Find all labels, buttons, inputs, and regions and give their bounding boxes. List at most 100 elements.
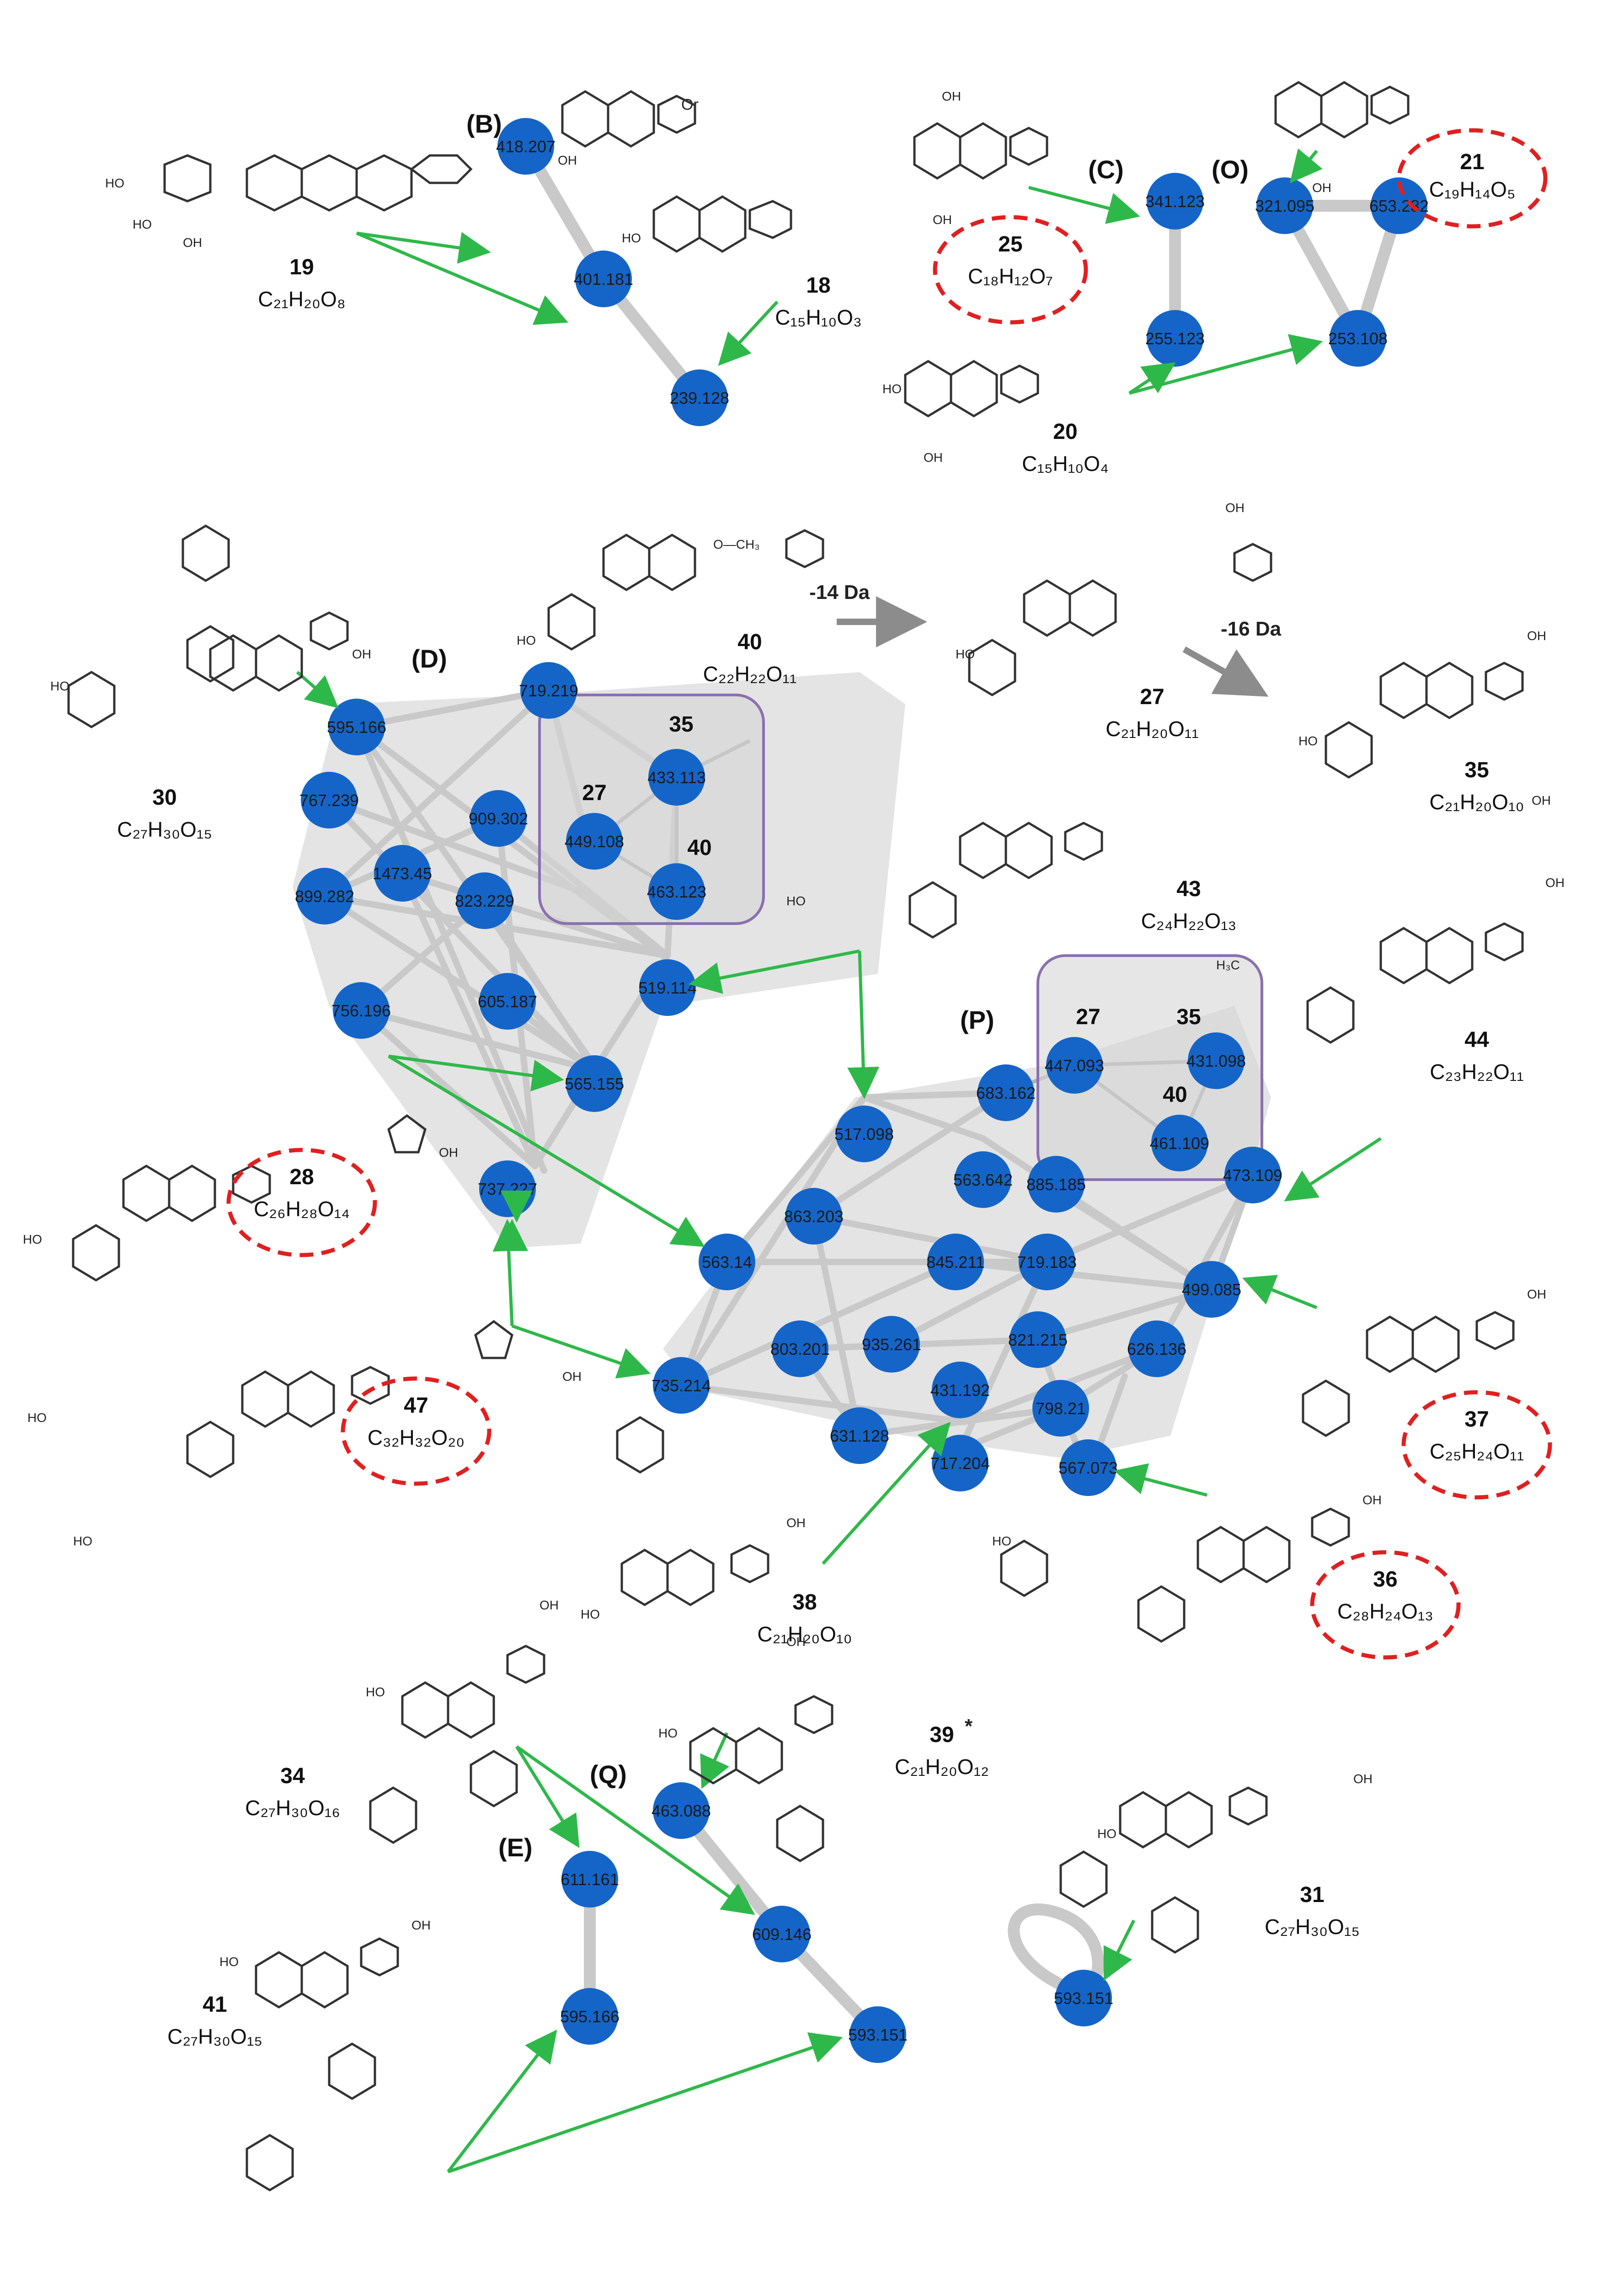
svg-text:595.166: 595.166 [327, 718, 386, 737]
svg-text:HO: HO [882, 382, 902, 396]
svg-text:30: 30 [152, 786, 176, 810]
svg-text:563.642: 563.642 [953, 1170, 1013, 1189]
network-node[interactable]: 935.261 [862, 1316, 921, 1373]
network-node[interactable]: 609.146 [752, 1906, 812, 1962]
svg-text:HO: HO [786, 894, 806, 908]
svg-text:C₂₁H₂₀O₁₁: C₂₁H₂₀O₁₁ [1106, 717, 1199, 741]
svg-text:449.108: 449.108 [565, 832, 624, 851]
svg-text:OH: OH [558, 153, 577, 167]
network-node[interactable]: 631.128 [830, 1407, 889, 1464]
svg-text:HO: HO [622, 231, 641, 245]
svg-text:C₂₁H₂₀O₈: C₂₁H₂₀O₈ [258, 287, 346, 311]
network-node[interactable]: 447.093 [1045, 1037, 1104, 1094]
network-node[interactable]: 517.098 [834, 1106, 894, 1162]
svg-text:OH: OH [1225, 501, 1245, 515]
svg-text:(O): (O) [1212, 155, 1249, 184]
network-node[interactable]: 611.161 [561, 1851, 619, 1908]
network-node[interactable]: 863.203 [784, 1188, 844, 1245]
network-node[interactable]: 823.229 [455, 872, 514, 929]
network-node[interactable]: 519.114 [638, 959, 697, 1016]
svg-text:C₂₁H₂₀O₁₀: C₂₁H₂₀O₁₀ [757, 1622, 852, 1646]
network-node[interactable]: 593.151 [848, 2006, 908, 2063]
network-node[interactable]: 565.155 [565, 1055, 624, 1112]
network-node[interactable]: 719.183 [1017, 1234, 1077, 1290]
svg-text:20: 20 [1053, 420, 1077, 444]
svg-text:HO: HO [366, 1685, 385, 1699]
svg-text:OH: OH [786, 1635, 806, 1649]
network-node[interactable]: 253.108 [1328, 310, 1388, 367]
svg-text:683.162: 683.162 [976, 1084, 1036, 1102]
network-node[interactable]: 821.215 [1008, 1311, 1068, 1368]
network-node[interactable]: 899.282 [295, 868, 354, 925]
svg-text:O—CH₃: O—CH₃ [713, 537, 760, 551]
svg-text:463.088: 463.088 [652, 1801, 711, 1820]
svg-text:909.302: 909.302 [469, 809, 528, 828]
svg-text:631.128: 631.128 [830, 1427, 889, 1445]
network-node[interactable]: 321.095 [1255, 177, 1314, 234]
svg-text:519.114: 519.114 [638, 978, 696, 997]
svg-text:27: 27 [1140, 685, 1164, 709]
svg-text:499.085: 499.085 [1182, 1280, 1241, 1299]
network-node[interactable]: 463.123 [647, 863, 706, 920]
svg-text:HO: HO [23, 1232, 42, 1246]
svg-text:HO: HO [50, 679, 69, 693]
network-node[interactable]: 449.108 [565, 813, 624, 870]
network-node[interactable]: 605.187 [478, 973, 537, 1030]
network-node[interactable]: 735.214 [652, 1357, 711, 1414]
svg-text:HO: HO [1097, 1827, 1116, 1841]
svg-text:C₂₁H₂₀O₁₂: C₂₁H₂₀O₁₂ [895, 1755, 989, 1779]
network-node[interactable]: 595.166 [327, 699, 386, 755]
svg-text:253.108: 253.108 [1328, 329, 1388, 348]
network-node[interactable]: 431.192 [930, 1362, 990, 1418]
svg-text:255.123: 255.123 [1145, 329, 1205, 348]
svg-text:40: 40 [1163, 1083, 1187, 1107]
network-node[interactable]: 239.128 [670, 369, 729, 426]
network-node[interactable]: 593.151 [1054, 1970, 1113, 2026]
svg-text:239.128: 239.128 [670, 389, 729, 407]
network-node[interactable]: 401.181 [574, 251, 633, 307]
svg-text:C₃₂H₃₂O₂₀: C₃₂H₃₂O₂₀ [368, 1426, 465, 1449]
svg-text:563.14: 563.14 [702, 1253, 752, 1272]
svg-text:401.181: 401.181 [574, 270, 633, 289]
svg-text:(D): (D) [411, 644, 447, 673]
network-node[interactable]: 463.088 [652, 1782, 711, 1839]
svg-text:(Q): (Q) [590, 1760, 627, 1789]
network-node[interactable]: 845.211 [926, 1234, 985, 1290]
grey-arrows [837, 596, 1269, 697]
svg-text:(P): (P) [960, 1005, 994, 1034]
svg-text:40: 40 [687, 836, 711, 860]
network-node[interactable]: 595.166 [560, 1988, 620, 2045]
svg-text:21: 21 [1460, 150, 1484, 174]
network-node[interactable]: 341.123 [1145, 173, 1205, 230]
network-node[interactable]: 798.21 [1032, 1380, 1089, 1437]
network-node[interactable]: 803.201 [770, 1320, 830, 1377]
svg-text:OH: OH [439, 1145, 458, 1160]
svg-text:321.095: 321.095 [1255, 197, 1314, 215]
network-node[interactable]: 418.207 [496, 118, 556, 175]
network-node[interactable]: 719.219 [519, 662, 578, 719]
network-node[interactable]: 567.073 [1058, 1439, 1118, 1496]
network-node[interactable]: 255.123 [1145, 310, 1205, 367]
network-node[interactable]: 653.282 [1369, 177, 1429, 234]
network-node[interactable]: 756.196 [331, 982, 391, 1039]
svg-text:OH: OH [352, 647, 371, 661]
network-node[interactable]: 431.098 [1186, 1032, 1246, 1089]
svg-text:431.192: 431.192 [930, 1381, 990, 1400]
network-node[interactable]: 1473.45 [373, 845, 432, 902]
network-node[interactable]: 563.14 [699, 1234, 755, 1290]
svg-text:43: 43 [1176, 877, 1201, 901]
network-node[interactable]: 473.109 [1223, 1147, 1282, 1203]
svg-text:40: 40 [737, 630, 762, 654]
network-node[interactable]: 683.162 [976, 1064, 1036, 1121]
network-node[interactable]: 885.185 [1026, 1156, 1086, 1213]
network-node[interactable]: 433.113 [647, 749, 706, 806]
svg-text:717.204: 717.204 [930, 1454, 990, 1473]
network-node[interactable]: 563.642 [953, 1151, 1013, 1208]
network-node[interactable]: 461.109 [1150, 1115, 1209, 1171]
network-node[interactable]: 499.085 [1182, 1261, 1241, 1318]
network-node[interactable]: 909.302 [469, 790, 528, 847]
network-node[interactable]: 767.239 [299, 772, 359, 828]
svg-text:OH: OH [1532, 793, 1551, 807]
network-node[interactable]: 626.136 [1127, 1320, 1186, 1377]
